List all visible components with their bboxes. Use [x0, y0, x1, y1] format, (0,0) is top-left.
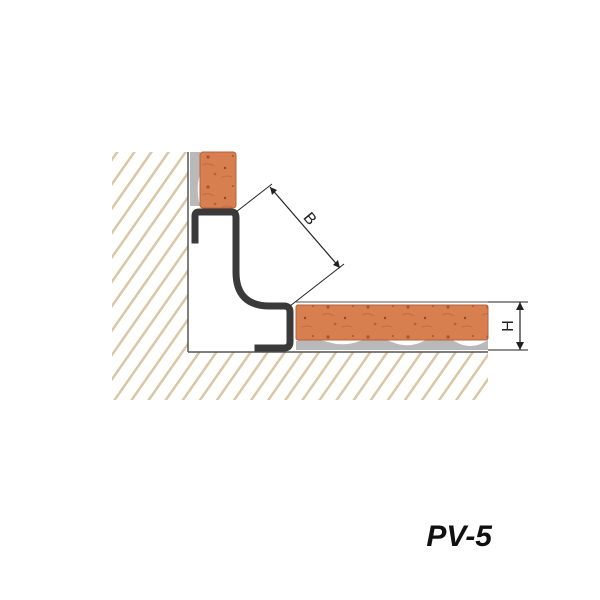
hatched-floor-icon	[112, 352, 488, 400]
wall-adhesive	[190, 152, 202, 206]
dimension-h: H	[488, 301, 528, 351]
model-code-label: PV-5	[426, 520, 492, 553]
dimension-b: B	[235, 183, 345, 307]
dimension-b-label: B	[300, 210, 320, 229]
wall-tile-icon	[199, 151, 237, 209]
floor-tile-icon	[295, 301, 489, 341]
dimension-h-label: H	[500, 320, 517, 332]
corner-profile-icon	[191, 208, 294, 352]
